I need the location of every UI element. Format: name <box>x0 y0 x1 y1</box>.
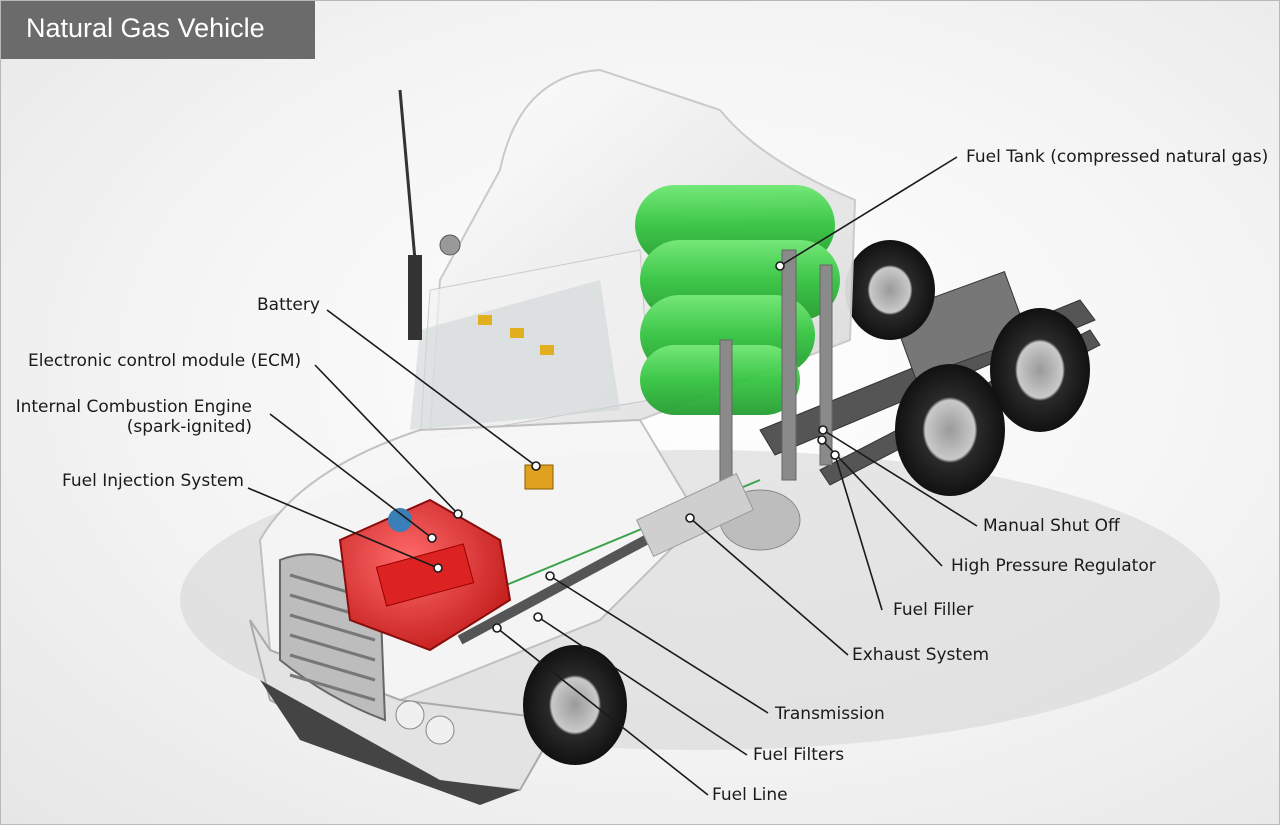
label-manual-shut-off: Manual Shut Off <box>983 516 1120 536</box>
label-fuel-filler: Fuel Filler <box>893 600 974 620</box>
marker-lights <box>478 315 554 355</box>
engine <box>338 498 512 652</box>
rear-tires <box>845 240 1090 496</box>
label-internal-combustion-engine: Internal Combustion Engine (spark-ignite… <box>12 397 252 437</box>
label-fuel-tank: Fuel Tank (compressed natural gas) <box>966 147 1269 167</box>
label-fuel-line: Fuel Line <box>712 785 788 805</box>
label-ice-line2: (spark-ignited) <box>126 417 252 437</box>
label-fuel-injection: Fuel Injection System <box>62 471 244 491</box>
label-ice-line1: Internal Combustion Engine <box>15 397 252 417</box>
label-exhaust-system: Exhaust System <box>852 645 990 665</box>
diagram-title: Natural Gas Vehicle <box>0 0 315 59</box>
label-fuel-filters: Fuel Filters <box>753 745 845 765</box>
leader-lines <box>247 156 978 796</box>
label-ecm: Electronic control module (ECM) <box>28 351 302 371</box>
label-battery: Battery <box>257 295 320 315</box>
antenna <box>398 89 417 261</box>
leader-endpoints <box>427 261 840 633</box>
fuel-tanks <box>635 185 840 415</box>
headlights <box>395 700 455 745</box>
label-high-pressure-regulator: High Pressure Regulator <box>951 556 1156 576</box>
label-transmission: Transmission <box>775 704 885 724</box>
front-wheel <box>523 645 627 765</box>
driveline <box>457 472 801 645</box>
mirror <box>408 255 422 340</box>
exhaust-stacks <box>719 249 833 491</box>
